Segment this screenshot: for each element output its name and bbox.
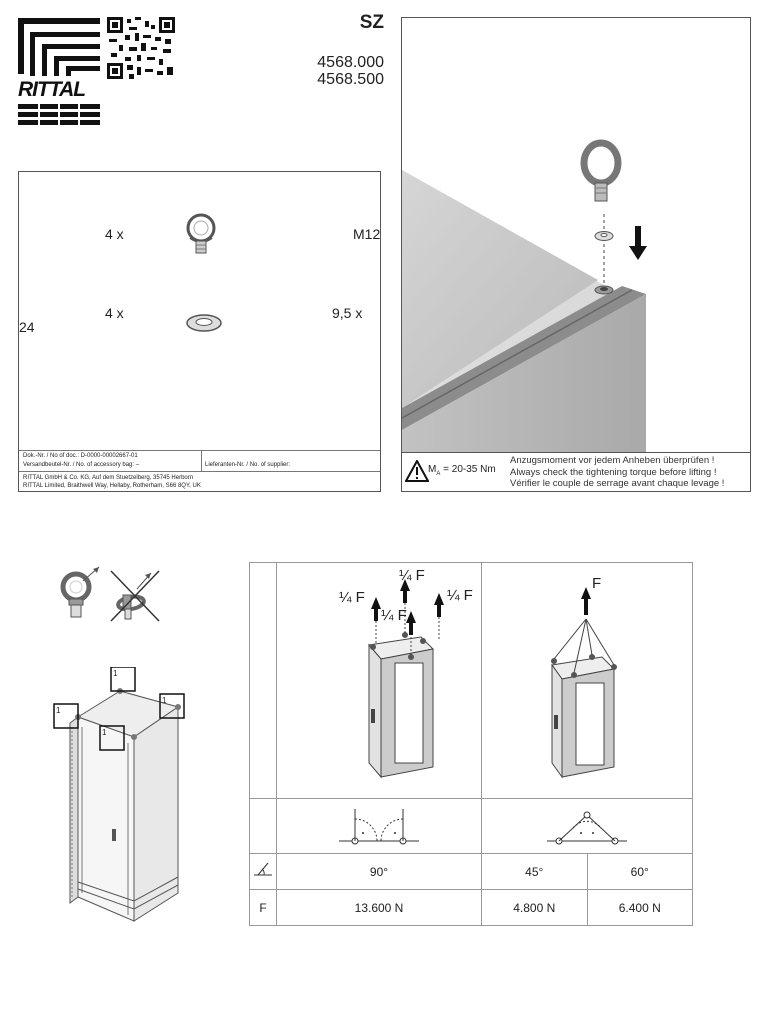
part-quantity: 4 x [105,226,124,242]
force-label: F [592,575,602,592]
brand-name: RITTAL [18,78,86,101]
force-label: ¼ F [399,567,425,584]
cabinet-roof-illustration [402,139,647,454]
position-marker: 1 [102,728,107,737]
parts-list-panel: 4 x M12 4 x 9,5 x 24 Dok.-Nr. / No of do… [18,171,381,492]
article-number: 4568.500 [317,71,384,88]
supplier-number: Lieferanten-Nr. / No. of supplier: [205,462,291,468]
vertical-angle-diagram [276,798,482,854]
warning-text-fr: Vérifier le couple de serrage avant chaq… [510,478,725,489]
angled-lift-illustration: F [481,562,693,799]
product-code: SZ [359,12,384,33]
torque-warning: MA = 20-35 Nm Anzugsmoment vor jedem Anh… [402,452,750,491]
article-number: 4568.000 [317,54,384,71]
warning-text-de: Anzugsmoment vor jedem Anheben überprüfe… [510,455,715,466]
force-row-header: F [249,889,277,926]
angle-value: 90° [276,853,482,890]
position-marker: 1 [56,706,61,715]
installation-panel: MA = 20-35 Nm Anzugsmoment vor jedem Anh… [401,17,751,492]
position-marker: 1 [113,669,118,678]
part-size: 9,5 x [332,305,363,321]
force-value: 6.400 N [586,889,693,926]
qr-code [107,17,175,79]
angle-icon [254,862,272,876]
accessory-bag-number: Versandbeutel-Nr. / No. of accessory bag… [23,462,140,468]
torque-value: = 20-35 Nm [443,464,496,475]
warning-text-en: Always check the tightening torque befor… [510,467,717,478]
vertical-lift-illustration: ¼ F ¼ F ¼ F ¼ F [276,562,482,799]
rittal-logo: RITTAL [18,18,100,126]
torque-subscript: A [436,471,441,477]
lifting-load-table: ¼ F ¼ F ¼ F ¼ F [249,562,693,926]
part-quantity: 4 x [105,305,124,321]
part-size: M12 [353,226,381,242]
force-label: ¼ F [381,607,407,624]
position-marker: 1 [162,696,167,705]
cabinet-eyebolt-positions: 1 1 1 1 [50,666,190,927]
torque-symbol: M [428,464,437,475]
angle-value: 60° [586,853,693,890]
address-line: RITTAL Limited, Braithwell Way, Hellaby,… [23,483,201,489]
document-number: Dok.-Nr. / No of doc.: D-0000-00002667-0… [23,453,138,459]
force-label: ¼ F [339,589,365,606]
force-value: 4.800 N [481,889,588,926]
incorrect-orientation-icon [110,570,160,622]
washer-icon [186,314,222,332]
force-label: ¼ F [447,587,473,604]
angled-angle-diagram [481,798,693,854]
eyebolt-orientation-figure [60,566,160,622]
angle-row-header [249,853,277,890]
force-value: 13.600 N [276,889,482,926]
part-size: 24 [19,319,35,335]
warning-icon [405,460,429,482]
eyebolt-icon [186,213,216,254]
address-line: RITTAL GmbH & Co. KG, Auf dem Stuetzelbe… [23,475,194,481]
angle-value: 45° [481,853,588,890]
